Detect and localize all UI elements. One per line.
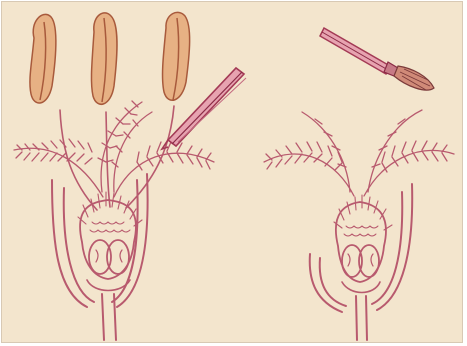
stigma-branches	[264, 110, 454, 196]
anther	[30, 14, 56, 103]
stigma-branches	[14, 101, 214, 197]
ovary	[334, 195, 392, 293]
stalk	[356, 296, 367, 340]
emasculation-pollination-illustration	[2, 2, 462, 342]
illustration-plate	[1, 1, 463, 343]
flower-right	[264, 110, 454, 340]
stalk	[102, 294, 116, 340]
anthers	[30, 12, 190, 104]
paint-brush-tool	[320, 28, 434, 90]
